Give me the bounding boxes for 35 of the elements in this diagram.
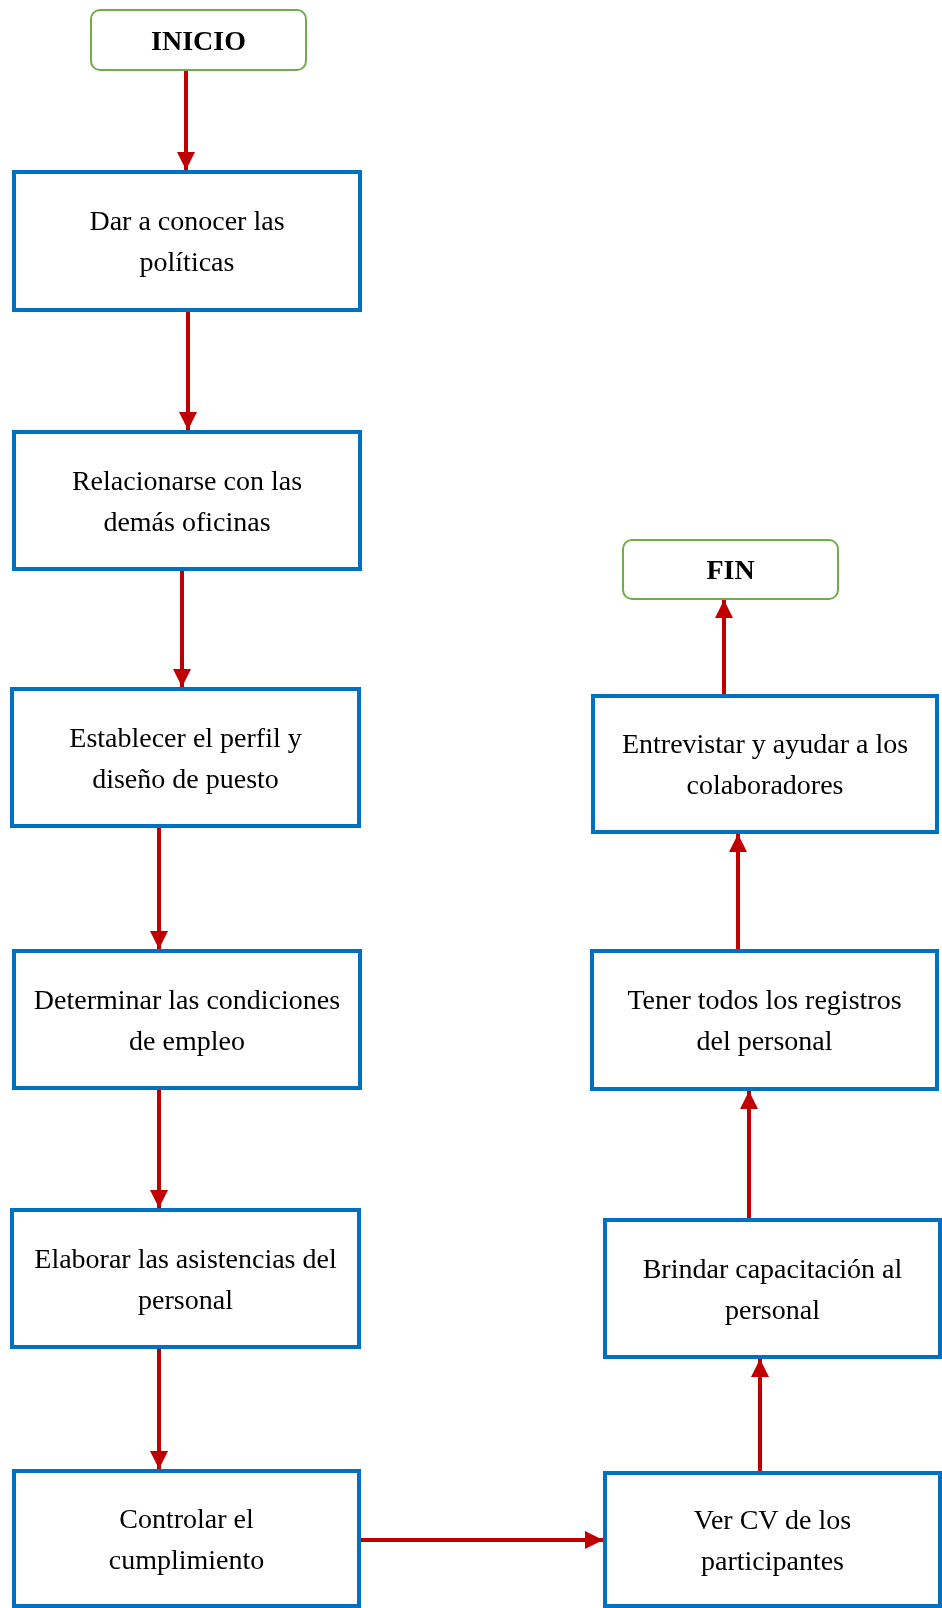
process-box (591, 694, 939, 834)
arrow (715, 600, 733, 694)
arrow (150, 1090, 168, 1208)
process-box (10, 687, 361, 828)
arrow (150, 1349, 168, 1469)
node-label: Controlar el cumplimiento (107, 1501, 266, 1577)
process-box (603, 1471, 942, 1608)
node-label: Elaborar las asistencias del personal (33, 1241, 338, 1317)
arrow (740, 1091, 758, 1218)
terminal-box (90, 9, 307, 71)
node-label: Dar a conocer las políticas (88, 204, 286, 279)
terminal-box (622, 539, 839, 600)
node-label: Determinar las condiciones de empleo (32, 982, 342, 1058)
node-label: Brindar capacitación al personal (641, 1251, 904, 1327)
process-box (12, 430, 362, 571)
arrow (177, 71, 195, 170)
arrow (173, 571, 191, 687)
process-box (10, 1208, 361, 1349)
arrow (751, 1359, 769, 1471)
node-label: FIN (705, 553, 756, 587)
process-box (12, 949, 362, 1090)
node-label: Ver CV de los participantes (692, 1502, 853, 1578)
node-label: Relacionarse con las demás oficinas (70, 463, 304, 539)
process-box (12, 170, 362, 312)
arrow (179, 312, 197, 430)
node-label: Establecer el perfil y diseño de puesto (68, 720, 303, 796)
node-label: Tener todos los registros del personal (626, 983, 903, 1058)
arrow (361, 1531, 603, 1549)
process-box (603, 1218, 942, 1359)
node-label: INICIO (150, 23, 247, 58)
arrow (729, 834, 747, 949)
node-label: Entrevistar y ayudar a los colaboradores (620, 727, 910, 802)
process-box (590, 949, 939, 1091)
process-box (12, 1469, 361, 1608)
arrow (150, 828, 168, 949)
